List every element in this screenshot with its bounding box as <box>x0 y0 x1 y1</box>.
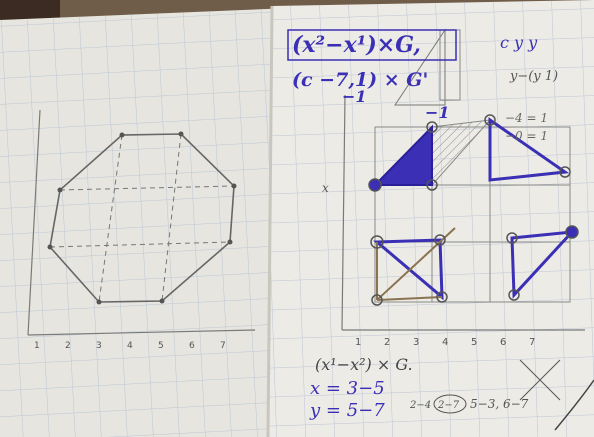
right-x-tick-labels: 1 2 3 4 5 6 7 <box>355 337 535 348</box>
blue-triangle-top-right <box>488 117 570 182</box>
octagon-dashed-line <box>161 133 182 302</box>
side-equation-2: −0 = 1 <box>505 129 548 143</box>
header-formula-box <box>287 29 457 61</box>
filled-blue-triangle <box>372 124 433 186</box>
vertex-circle <box>371 294 383 306</box>
header-extra: c y y <box>500 33 538 52</box>
calc-y: y = 5−7 <box>309 400 385 421</box>
vertex-point <box>47 244 53 250</box>
calc-coords: 5−3, 6−7 <box>470 397 529 411</box>
vertex-point <box>159 298 165 304</box>
calc-pair-1: 2−4 <box>409 400 431 411</box>
scribble-mark <box>519 359 561 401</box>
right-graph-sheet: (x²−x¹)×G, c y y (c −7,1) × G' −1 −1 y−(… <box>266 0 594 437</box>
calc-circle <box>433 394 467 414</box>
x-tick-label: 4 <box>127 341 133 351</box>
octagon-dashed-line <box>98 134 123 303</box>
brown-line <box>376 227 456 301</box>
vertex-point <box>57 187 63 193</box>
x-tick-label: 7 <box>220 341 226 351</box>
vertex-circle <box>559 166 571 178</box>
x-tick-label: 3 <box>96 341 102 351</box>
vertex-circle <box>484 114 496 126</box>
sketch-triangle <box>394 28 446 106</box>
x-tick-label: 3 <box>413 337 419 348</box>
vertex-point <box>227 239 233 245</box>
axis-x-label: x <box>322 181 329 195</box>
calc-x: x = 3−5 <box>310 378 385 399</box>
table-object <box>0 0 60 20</box>
vertex-circle <box>508 289 520 301</box>
octagon-dashed-line <box>59 185 235 191</box>
left-x-axis <box>27 329 256 336</box>
side-expression: y−(y 1) <box>509 69 558 84</box>
vertex-circle <box>426 121 438 133</box>
vertex-point <box>119 132 125 138</box>
x-tick-label: 6 <box>189 341 195 351</box>
vertex-circle <box>370 235 384 249</box>
vertex-circle <box>434 234 446 246</box>
vertex-point <box>96 299 102 305</box>
x-tick-label: 7 <box>529 337 535 348</box>
x-tick-label: 1 <box>34 341 40 351</box>
x-tick-label: 5 <box>471 337 477 348</box>
blue-triangle-bottom-right <box>510 230 576 299</box>
octagon-dashed-line <box>49 241 231 248</box>
vertex-point <box>178 131 184 137</box>
x-tick-label: 1 <box>355 337 361 348</box>
x-tick-label: 4 <box>442 337 448 348</box>
x-tick-label: 6 <box>500 337 506 348</box>
calc-pair-2: 2−7 <box>437 400 460 411</box>
x-tick-label: 5 <box>158 341 164 351</box>
side-equation-1: −4 = 1 <box>505 111 548 125</box>
vertex-point <box>231 183 237 189</box>
brown-line <box>376 296 443 301</box>
x-tick-label: 2 <box>384 337 390 348</box>
header-formula-1: (x²−x¹)×G, <box>292 32 421 58</box>
scribble-mark <box>554 379 594 431</box>
vertex-circle <box>436 291 448 303</box>
minus-one-b: −1 <box>425 103 450 122</box>
left-graph-sheet: 1 2 3 4 5 6 7 <box>0 8 300 437</box>
x-tick-label: 2 <box>65 341 71 351</box>
vertex-circle <box>506 232 518 244</box>
left-x-tick-labels: 1 2 3 4 5 6 7 <box>34 341 226 351</box>
vertex-circle <box>565 225 579 239</box>
sheet-edge <box>266 5 274 437</box>
minus-one-a: −1 <box>342 87 367 106</box>
vertex-circle <box>426 179 438 191</box>
vertex-circle <box>368 178 382 192</box>
left-y-axis <box>27 109 41 336</box>
right-y-axis <box>341 94 346 331</box>
header-formula-2: (c −7,1) × G' <box>292 69 428 91</box>
bottom-formula: (x¹−x²) × G. <box>315 355 413 374</box>
